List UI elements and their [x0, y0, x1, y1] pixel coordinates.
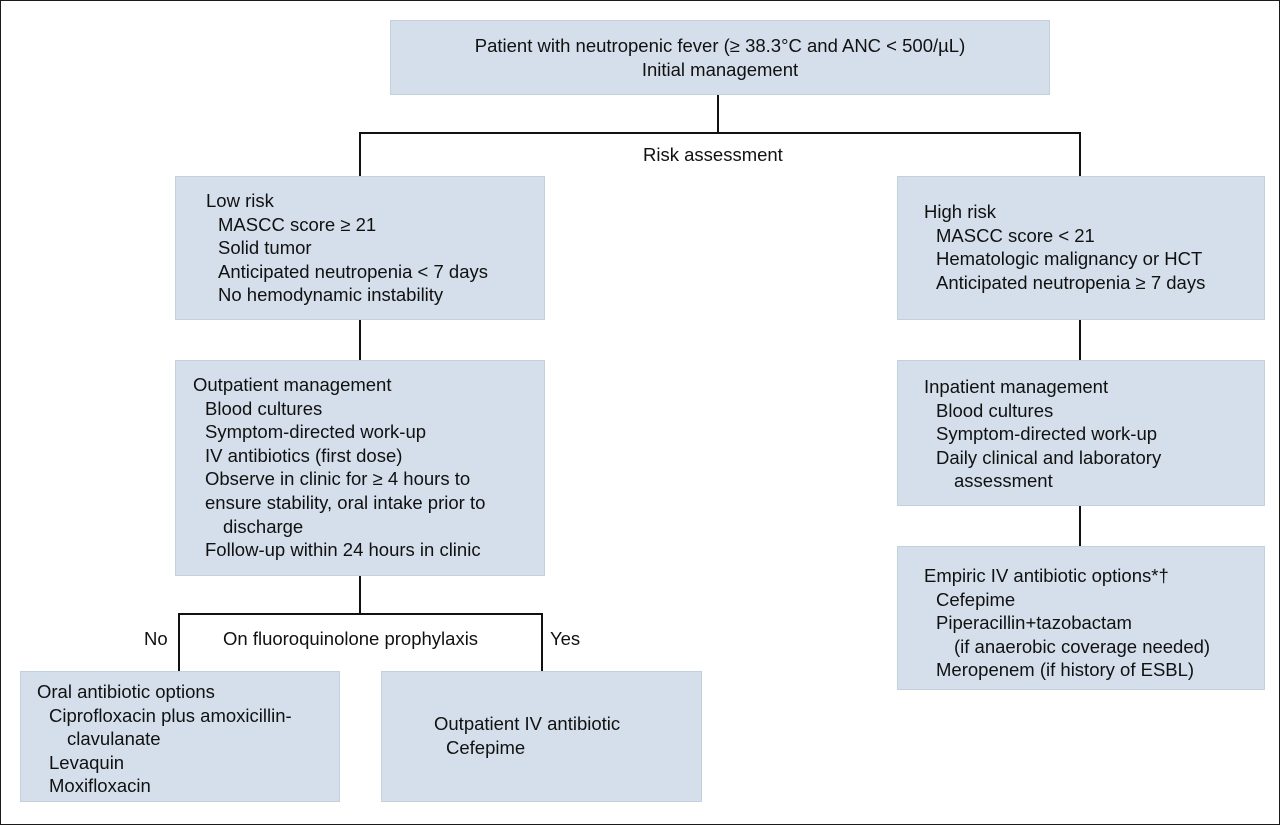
inpatient-item: Daily clinical and laboratory: [936, 446, 1162, 468]
outpatient-item: ensure stability, oral intake prior to: [205, 491, 486, 513]
low-risk-item: Anticipated neutropenia < 7 days: [218, 260, 488, 282]
empiric-item: Cefepime: [936, 588, 1016, 610]
high-risk-item: Hematologic malignancy or HCT: [936, 248, 1203, 270]
connector-inpatient-to-empiric: [1079, 506, 1081, 546]
low-risk-item: No hemodynamic instability: [218, 284, 444, 306]
empiric-item: (if anaerobic coverage needed): [954, 635, 1211, 657]
connector-low-to-outpatient: [359, 320, 361, 360]
connector-fq-branch: [178, 613, 543, 615]
low-risk-title: Low risk: [206, 190, 274, 211]
oral-antibiotic-box: Oral antibiotic options Ciprofloxacin pl…: [20, 671, 340, 802]
fluoroquinolone-label: On fluoroquinolone prophylaxis: [223, 628, 479, 649]
inpatient-title: Inpatient management: [924, 376, 1109, 397]
high-risk-title: High risk: [924, 201, 996, 222]
start-line-1: Patient with neutropenic fever (≥ 38.3°C…: [474, 35, 966, 56]
inpatient-management-box: Inpatient management Blood cultures Symp…: [897, 360, 1265, 506]
connector-high-to-inpatient: [1079, 320, 1081, 360]
outpatient-item: discharge: [223, 515, 304, 537]
low-risk-box: Low risk MASCC score ≥ 21 Solid tumor An…: [175, 176, 545, 320]
connector-outpatient-down: [359, 576, 361, 615]
start-box: Patient with neutropenic fever (≥ 38.3°C…: [390, 20, 1050, 95]
start-line-2: Initial management: [641, 58, 799, 80]
oral-item: Levaquin: [49, 751, 125, 773]
low-risk-item: MASCC score ≥ 21: [218, 213, 377, 235]
high-risk-item: Anticipated neutropenia ≥ 7 days: [936, 271, 1206, 293]
empiric-item: Meropenem (if history of ESBL): [936, 659, 1195, 681]
inpatient-item: Symptom-directed work-up: [936, 423, 1158, 445]
empiric-iv-box: Empiric IV antibiotic options*† Cefepime…: [897, 546, 1265, 690]
outpatient-item: Observe in clinic for ≥ 4 hours to: [205, 468, 471, 490]
risk-assessment-label: Risk assessment: [643, 144, 783, 165]
outpatient-iv-box: Outpatient IV antibiotic Cefepime: [381, 671, 702, 802]
connector-to-low-risk: [359, 132, 361, 176]
connector-to-high-risk: [1079, 132, 1081, 176]
outpatient-iv-title: Outpatient IV antibiotic: [434, 713, 621, 734]
oral-item: Ciprofloxacin plus amoxicillin-: [49, 704, 292, 726]
connector-start-down: [717, 94, 719, 134]
high-risk-box: High risk MASCC score < 21 Hematologic m…: [897, 176, 1265, 320]
oral-item: Moxifloxacin: [49, 775, 151, 797]
high-risk-item: MASCC score < 21: [936, 224, 1095, 246]
outpatient-item: Symptom-directed work-up: [205, 421, 427, 443]
low-risk-item: Solid tumor: [218, 237, 312, 259]
connector-risk-branch: [359, 132, 1081, 134]
empiric-item: Piperacillin+tazobactam: [936, 612, 1132, 634]
outpatient-title: Outpatient management: [193, 374, 392, 395]
no-label: No: [144, 628, 168, 649]
outpatient-item: Blood cultures: [205, 397, 323, 419]
connector-to-outpatient-iv: [541, 613, 543, 671]
outpatient-item: IV antibiotics (first dose): [205, 444, 403, 466]
outpatient-management-box: Outpatient management Blood cultures Sym…: [175, 360, 545, 576]
inpatient-item: assessment: [954, 470, 1053, 492]
oral-title: Oral antibiotic options: [37, 681, 215, 702]
inpatient-item: Blood cultures: [936, 399, 1054, 421]
outpatient-iv-item: Cefepime: [446, 736, 526, 758]
yes-label: Yes: [550, 628, 581, 649]
connector-to-oral: [178, 613, 180, 671]
outpatient-item: Follow-up within 24 hours in clinic: [205, 539, 481, 561]
oral-item: clavulanate: [67, 728, 161, 750]
empiric-title: Empiric IV antibiotic options*†: [924, 565, 1169, 586]
